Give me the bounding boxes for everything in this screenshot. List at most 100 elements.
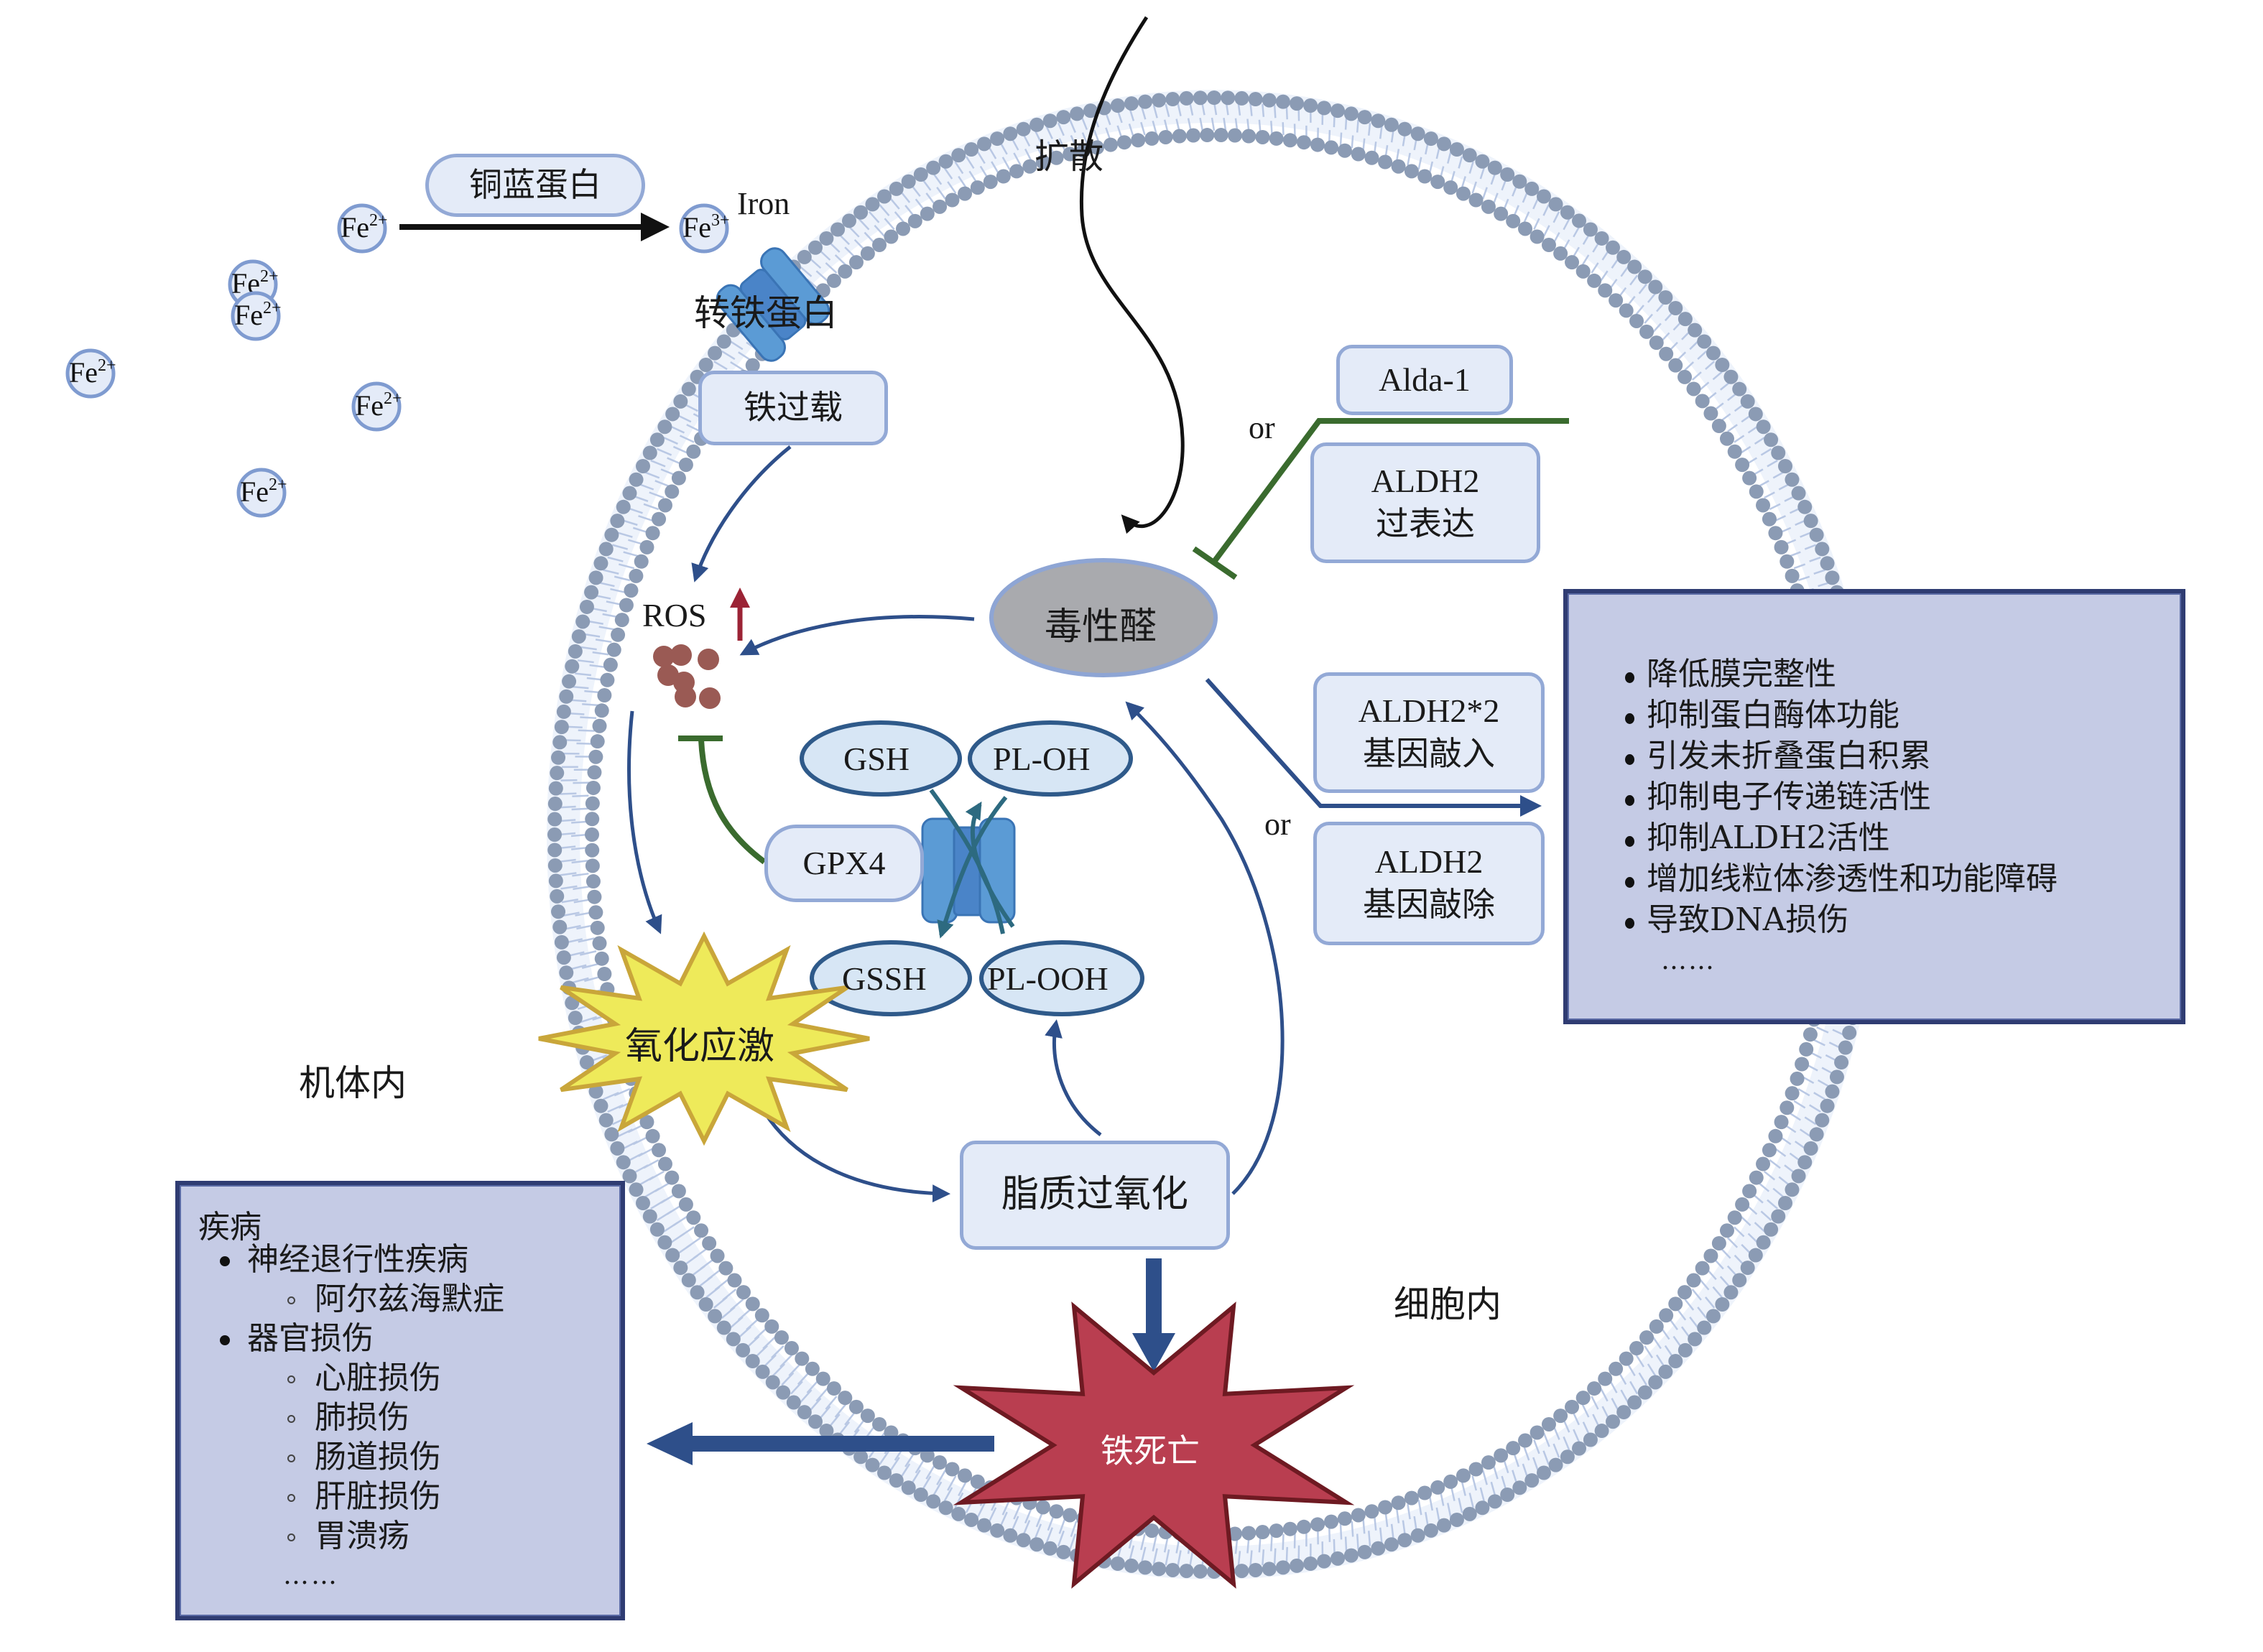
- iron-overload-label: 铁过载: [744, 388, 843, 427]
- lipid-tail: [1705, 361, 1716, 371]
- lipid-tail: [754, 1327, 768, 1340]
- lipid-head: [1834, 1055, 1849, 1070]
- lipid-head: [657, 1235, 672, 1250]
- lipid-tail: [1532, 1457, 1540, 1472]
- lipid-head: [1296, 1519, 1311, 1534]
- toxic-aldehyde-node[interactable]: [989, 558, 1218, 677]
- lipid-tail: [1177, 103, 1182, 116]
- lipid-tail: [616, 532, 633, 538]
- lipid-head: [585, 858, 600, 873]
- lipid-tail: [729, 340, 744, 351]
- aldh2-inhibition-line: [1211, 418, 1569, 564]
- lipid-tail: [884, 218, 895, 231]
- lipid-head: [970, 1474, 985, 1489]
- lipid-head: [1063, 1508, 1078, 1523]
- lipid-head: [1524, 1473, 1540, 1488]
- lipid-head: [1500, 167, 1515, 182]
- lipid-peroxidation-box[interactable]: 脂质过氧化: [960, 1141, 1230, 1250]
- lipid-head: [1248, 92, 1263, 107]
- lipid-head: [784, 1341, 799, 1356]
- lipid-tail: [1699, 1279, 1710, 1291]
- lipid-tail: [649, 1170, 665, 1181]
- ceruloplasmin-box[interactable]: 铜蓝蛋白: [425, 154, 645, 217]
- ferroptosis-burst[interactable]: [953, 1301, 1355, 1589]
- lipid-tail: [570, 964, 587, 970]
- iron-overload-box[interactable]: 铁过载: [698, 371, 888, 445]
- lipid-head: [776, 1385, 791, 1400]
- lipid-head: [1371, 113, 1386, 129]
- lipid-head: [797, 1405, 812, 1420]
- lipid-tail: [925, 192, 936, 205]
- lipid-tail: [806, 278, 819, 290]
- lipid-to-aldehyde-arrow: [1125, 701, 1285, 1195]
- lipid-tail: [584, 690, 601, 694]
- lipid-tail: [589, 664, 606, 669]
- lipid-tail: [1581, 254, 1590, 266]
- lipid-head: [1842, 1025, 1857, 1040]
- aldh2-knockout-box[interactable]: ALDH2 基因敲除: [1313, 822, 1545, 945]
- disease-group: 神经退行性疾病: [220, 1240, 504, 1279]
- aldehyde-to-ros-arrow: [739, 615, 975, 656]
- lipid-head: [1255, 1525, 1270, 1540]
- gpx4-box[interactable]: GPX4: [764, 825, 924, 902]
- lipid-tail: [815, 270, 828, 282]
- lipid-head: [727, 1273, 742, 1288]
- lipid-head: [690, 1285, 705, 1300]
- oxidative-stress-burst[interactable]: [538, 931, 870, 1146]
- lipid-tail: [637, 1147, 654, 1157]
- lipid-head: [1838, 1040, 1853, 1055]
- lipid-tail: [1804, 544, 1817, 550]
- lipid-head: [1629, 313, 1644, 328]
- lipid-tail: [568, 951, 585, 957]
- lipid-tail: [1600, 270, 1609, 282]
- lipid-tail: [627, 1123, 644, 1133]
- lipid-head: [634, 554, 649, 569]
- lipid-head: [1565, 255, 1580, 270]
- lipid-tail: [1351, 135, 1354, 149]
- gssh-node[interactable]: [810, 940, 972, 1016]
- lipid-head: [1417, 1485, 1433, 1500]
- lipid-head: [860, 1409, 875, 1424]
- lipid-head: [1227, 1526, 1242, 1541]
- alda1-box[interactable]: Alda-1: [1336, 345, 1513, 415]
- aldh2-overexpression-box[interactable]: ALDH2 过表达: [1310, 442, 1540, 563]
- lipid-head: [838, 264, 853, 279]
- lipid-head: [1583, 1432, 1598, 1447]
- lipid-head: [932, 1455, 948, 1470]
- lipid-head: [1343, 106, 1359, 121]
- lipid-head: [657, 1156, 672, 1171]
- lipid-tail: [1620, 1389, 1629, 1403]
- lipid-head: [865, 197, 880, 212]
- lipid-head: [1343, 1548, 1359, 1563]
- diffusion-label: 扩散: [1035, 136, 1104, 177]
- aldh2-inhibition-bar: [1192, 546, 1238, 580]
- lipid-head: [938, 154, 953, 169]
- pl-oh-node[interactable]: [968, 720, 1133, 797]
- lipid-tail: [899, 1463, 911, 1479]
- lipid-tail: [561, 899, 579, 904]
- lipid-head: [1799, 1041, 1814, 1057]
- lipid-head: [1703, 1248, 1718, 1263]
- pl-ooh-node[interactable]: [979, 940, 1144, 1016]
- lipid-head: [1016, 1533, 1031, 1548]
- gsh-node[interactable]: [800, 720, 962, 797]
- lipid-tail: [864, 231, 876, 244]
- lipid-tail: [666, 1204, 682, 1215]
- lipid-tail: [818, 1406, 831, 1420]
- lipid-head: [926, 160, 941, 175]
- lipid-tail: [560, 885, 578, 890]
- lipid-tail: [1676, 1308, 1687, 1321]
- lipid-tail: [991, 161, 1000, 175]
- lipid-head: [590, 734, 605, 749]
- lipid-head: [559, 689, 574, 704]
- aldh2-2-knockin-box[interactable]: ALDH2*2 基因敲入: [1313, 672, 1545, 793]
- lipid-tail: [858, 218, 870, 231]
- lipid-head: [606, 642, 621, 657]
- lipid-tail: [1563, 218, 1570, 231]
- lipid-head: [1303, 1556, 1318, 1571]
- lipid-head: [1598, 283, 1613, 298]
- lipid-tail: [564, 924, 581, 930]
- lipid-head: [1456, 1468, 1471, 1483]
- lipid-head: [1351, 1508, 1366, 1523]
- lipid-tail: [1523, 211, 1530, 223]
